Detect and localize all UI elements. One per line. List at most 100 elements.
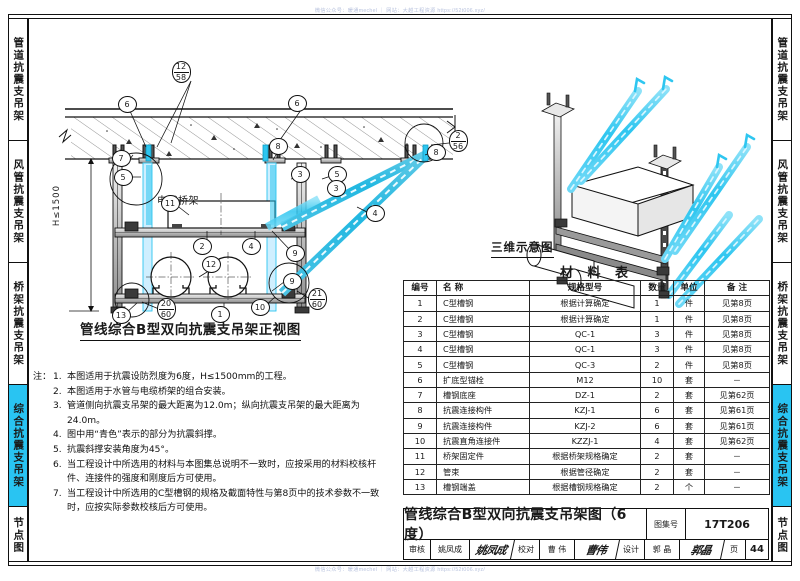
watermark-top: 微信公众号：暖通mechel ｜ 网站：大越工程资源 https://52t00… bbox=[314, 8, 486, 14]
sidebar-right: 管道抗震支吊架 风管抗震支吊架 桥架抗震支吊架 综合抗震支吊架 节点图 bbox=[772, 18, 792, 562]
sidebar-item-duct-brace[interactable]: 风管抗震支吊架 bbox=[9, 141, 27, 263]
material-table-cell: 3 bbox=[403, 325, 437, 343]
material-table-cell: 扩底型锚栓 bbox=[436, 371, 530, 389]
cable-tray bbox=[167, 193, 276, 235]
note-item: 4. 图中用“青色”表示的部分为抗震斜撑。 bbox=[33, 428, 388, 443]
sidebar-item-combined-brace-right[interactable]: 综合抗震支吊架 bbox=[773, 385, 791, 507]
sidebar-item-label: 综合抗震支吊架 bbox=[12, 403, 25, 488]
material-table-cell: C型槽钢 bbox=[436, 310, 530, 327]
review-signature: 姚凤成 bbox=[467, 540, 516, 559]
balloon-number: 12 bbox=[205, 259, 217, 269]
balloon-number: 11 bbox=[164, 198, 176, 208]
note-item: 注： 1. 本图适用于抗震设防烈度为6度，H≤1500mm的工程。 bbox=[33, 370, 388, 385]
sidebar-item-label: 桥架抗震支吊架 bbox=[776, 281, 789, 366]
balloon-number: 4 bbox=[372, 208, 378, 218]
material-table-cell: 见第8页 bbox=[704, 325, 770, 343]
material-table-cell: － bbox=[704, 478, 770, 496]
balloon-divider bbox=[158, 308, 174, 310]
material-table-cell: 9 bbox=[403, 417, 437, 434]
material-table-header-cell: 单位 bbox=[673, 279, 705, 297]
material-table-cell: 套 bbox=[673, 371, 705, 389]
notes-lead: 注： bbox=[33, 372, 52, 382]
check-name: 曹 伟 bbox=[540, 540, 575, 559]
material-table-cell: 6 bbox=[640, 417, 674, 434]
material-table-cell: 见第62页 bbox=[704, 387, 770, 404]
note-text: 当工程设计中所选用的材料与本图集总说明不一致时，应按采用的材料校核杆件、连接件的… bbox=[67, 459, 377, 485]
sidebar-item-pipe-brace[interactable]: 管道抗震支吊架 bbox=[9, 19, 27, 141]
balloon-number: 13 bbox=[115, 310, 127, 320]
review-name: 姚凤成 bbox=[431, 540, 470, 559]
sidebar-item-label: 综合抗震支吊架 bbox=[776, 403, 789, 488]
balloon-callout: 3 bbox=[326, 179, 346, 197]
sidebar-item-node-drawing[interactable]: 节点图 bbox=[9, 507, 27, 563]
material-table-cell: 根据槽钢规格确定 bbox=[529, 478, 641, 496]
material-table-cell: 套 bbox=[673, 448, 705, 465]
note-text: 图中用“青色”表示的部分为抗震斜撑。 bbox=[67, 430, 222, 441]
material-table-cell: 件 bbox=[673, 356, 705, 373]
material-table-cell: 管束 bbox=[436, 463, 530, 480]
material-table-cell: 槽钢端盖 bbox=[436, 478, 530, 496]
balloon-number: 6 bbox=[124, 99, 130, 109]
sheet-inner-border bbox=[28, 18, 772, 562]
material-table-cell: C型槽钢 bbox=[436, 295, 530, 312]
material-table-cell: 见第61页 bbox=[704, 417, 770, 434]
note-item: 6. 当工程设计中所选用的材料与本图集总说明不一致时，应按采用的材料校核杆件、连… bbox=[33, 458, 388, 487]
balloon-number: 6 bbox=[294, 98, 300, 108]
balloon-number: 1 bbox=[217, 309, 223, 319]
sidebar-item-label: 节点图 bbox=[12, 516, 25, 554]
sidebar-item-label: 管道抗震支吊架 bbox=[776, 37, 789, 122]
material-table-cell: － bbox=[704, 371, 770, 389]
note-number: 5. bbox=[53, 444, 62, 455]
material-table-cell: 2 bbox=[403, 310, 437, 327]
balloon-callout: 4 bbox=[241, 237, 261, 255]
sidebar-item-label: 节点图 bbox=[776, 516, 789, 554]
sidebar-item-tray-brace-right[interactable]: 桥架抗震支吊架 bbox=[773, 263, 791, 385]
front-view-group bbox=[58, 80, 456, 318]
detail-circles bbox=[109, 123, 444, 318]
balloon-divider bbox=[450, 140, 466, 142]
material-table-cell: 抗震连接构件 bbox=[436, 402, 530, 419]
material-table-cell: 见第62页 bbox=[704, 432, 770, 450]
note-item: 3. 管道侧向抗震支吊架的最大距离为12.0m；纵向抗震支吊架的最大距离为24.… bbox=[33, 399, 388, 428]
sidebar-item-duct-brace-right[interactable]: 风管抗震支吊架 bbox=[773, 141, 791, 263]
balloon-number: 2 bbox=[199, 241, 205, 251]
material-table-cell: 11 bbox=[403, 448, 437, 465]
material-table-cell: 根据管径确定 bbox=[529, 463, 641, 480]
material-table-cell: － bbox=[704, 463, 770, 480]
sidebar-item-label: 管道抗震支吊架 bbox=[12, 37, 25, 122]
iso-left-post bbox=[541, 92, 575, 252]
sidebar-left: 管道抗震支吊架 风管抗震支吊架 桥架抗震支吊架 综合抗震支吊架 节点图 bbox=[8, 18, 28, 562]
sidebar-item-node-drawing-right[interactable]: 节点图 bbox=[773, 507, 791, 563]
balloon-number: 7 bbox=[118, 153, 124, 163]
note-number: 2. bbox=[53, 386, 62, 397]
design-signature: 郭晶 bbox=[677, 540, 726, 559]
material-table-cell: 1 bbox=[640, 295, 674, 312]
sidebar-item-combined-brace[interactable]: 综合抗震支吊架 bbox=[9, 385, 27, 507]
balloon-callout: 8 bbox=[268, 137, 288, 155]
notes-block: 注： 1. 本图适用于抗震设防烈度为6度，H≤1500mm的工程。 2. 本图适… bbox=[33, 370, 388, 516]
note-number: 6. bbox=[53, 459, 62, 470]
material-table-cell: 2 bbox=[640, 478, 674, 496]
balloon-subnumber: 58 bbox=[175, 73, 187, 82]
note-text: 抗震斜撑安装角度为45°。 bbox=[67, 444, 175, 455]
sidebar-item-pipe-brace-right[interactable]: 管道抗震支吊架 bbox=[773, 19, 791, 141]
material-table-cell: 套 bbox=[673, 463, 705, 480]
seismic-brace-diagonal-long-3 bbox=[279, 149, 430, 232]
material-table-cell: 10 bbox=[403, 432, 437, 450]
material-table-cell: 件 bbox=[673, 310, 705, 327]
balloon-callout: 9 bbox=[282, 272, 302, 290]
note-number: 1. bbox=[53, 372, 62, 382]
balloon-callout: 10 bbox=[250, 298, 270, 316]
balloon-number: 9 bbox=[289, 276, 295, 286]
balloon-callout: 6 bbox=[117, 95, 137, 113]
material-table-cell: 见第8页 bbox=[704, 295, 770, 312]
material-table-cell: 2 bbox=[640, 387, 674, 404]
material-table-cell: 4 bbox=[403, 341, 437, 358]
sidebar-item-tray-brace[interactable]: 桥架抗震支吊架 bbox=[9, 263, 27, 385]
